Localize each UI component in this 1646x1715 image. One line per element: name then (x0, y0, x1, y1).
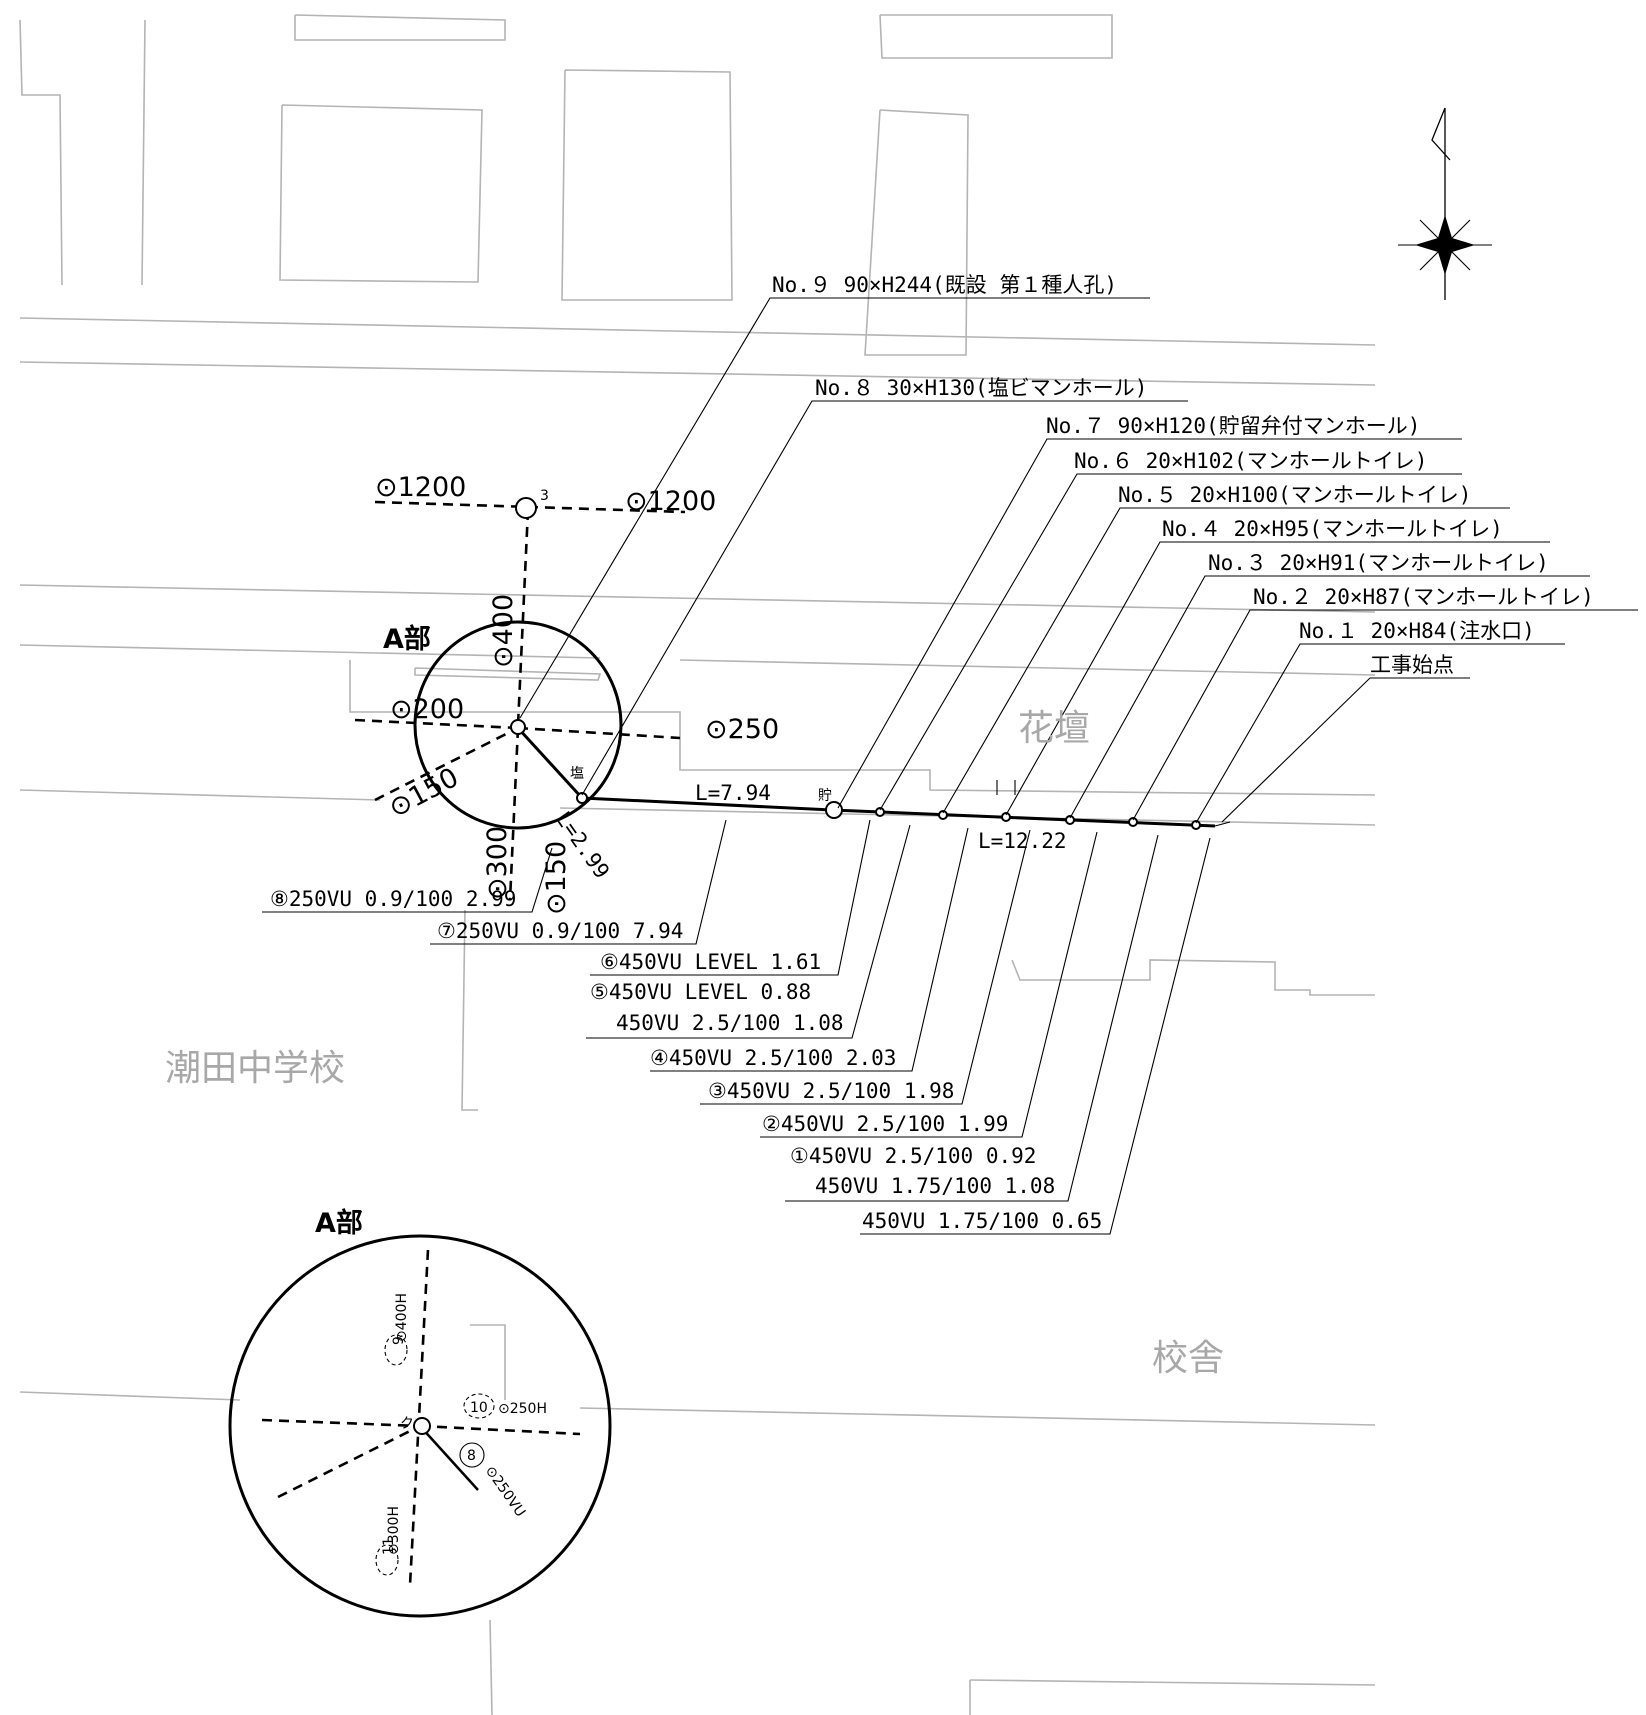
label-pipe-1a: ①450VU 2.5/100 0.92 (790, 1144, 1036, 1168)
dim-l-794: L=7.94 (695, 781, 771, 805)
north-arrow-icon (1398, 107, 1492, 300)
background-site-lines (19, 14, 1376, 1715)
detail-n9-label: ⊙400H (394, 1293, 410, 1342)
detail-n11-label: ⊙300H (386, 1506, 402, 1555)
dim-d150-right: ⊙150 (541, 841, 572, 915)
detail-n11: 11 (381, 1537, 397, 1555)
label-pipe-5a: ⑤450VU LEVEL 0.88 (590, 980, 811, 1004)
label-pipe-1b: 450VU 1.75/100 1.08 (815, 1174, 1055, 1198)
label-structure-3: No.３ 20×H91(マンホールトイレ) (1208, 551, 1549, 575)
dim-d200: ⊙200 (390, 694, 464, 725)
mark-shio: 塩 (570, 766, 584, 782)
place-kosha: 校舎 (1152, 1338, 1224, 1379)
section-title-detail: A部 (315, 1207, 363, 1239)
label-pipe-3: ③450VU 2.5/100 1.98 (708, 1079, 954, 1103)
detail-n8-label: ⊙250VU (482, 1463, 529, 1520)
mark-choryu: 貯 (818, 788, 832, 804)
detail-n10: 10 (470, 1400, 488, 1416)
label-pipe-7: ⑦250VU 0.9/100 7.94 (437, 919, 683, 943)
detail-n10-label: ⊙250H (498, 1401, 547, 1417)
dim-d250: ⊙250 (705, 714, 779, 745)
label-structure-2: No.２ 20×H87(マンホールトイレ) (1253, 585, 1594, 609)
main-pipe-line: 貯 (818, 780, 1231, 830)
mark-three: 3 (540, 488, 549, 504)
pipe-leader-lines (262, 819, 1211, 1235)
dim-d1200-right: ⊙1200 (625, 486, 716, 517)
label-structure-5: No.５ 20×H100(マンホールトイレ) (1118, 483, 1471, 507)
detail-n8: 8 (467, 1448, 476, 1464)
label-pipe-8: ⑧250VU 0.9/100 2.99 (270, 887, 516, 911)
dim-d400: ⊙400 (488, 594, 519, 668)
label-structure-4: No.４ 20×H95(マンホールトイレ) (1162, 517, 1503, 541)
pipe-labels: ⑧250VU 0.9/100 2.99 ⑦250VU 0.9/100 7.94 … (270, 887, 1102, 1233)
label-start-point: 工事始点 (1370, 653, 1454, 677)
mark-ku: ク (400, 1416, 414, 1432)
structure-leader-lines (519, 297, 1638, 824)
label-pipe-4: ④450VU 2.5/100 2.03 (650, 1046, 896, 1070)
label-pipe-5b: 450VU 2.5/100 1.08 (616, 1011, 844, 1035)
dim-d1200-left: ⊙1200 (375, 472, 466, 503)
detail-n9: 9 (391, 1336, 407, 1345)
dim-d300: ⊙300 (482, 826, 513, 900)
label-structure-6: No.６ 20×H102(マンホールトイレ) (1074, 449, 1427, 473)
label-structure-1: No.１ 20×H84(注水口) (1299, 619, 1535, 643)
dim-d150-left: ⊙150 (384, 762, 464, 824)
label-structure-7: No.７ 90×H120(貯留弁付マンホール) (1046, 414, 1420, 438)
label-pipe-6: ⑥450VU LEVEL 1.61 (600, 950, 821, 974)
section-a-top: 3 塩 (354, 488, 833, 901)
label-structure-8: No.８ 30×H130(塩ビマンホール) (815, 376, 1147, 400)
section-title-top: A部 (383, 623, 431, 655)
label-pipe-1c: 450VU 1.75/100 0.65 (862, 1209, 1102, 1233)
label-pipe-2: ②450VU 2.5/100 1.99 (762, 1112, 1008, 1136)
place-school: 潮田中学校 (165, 1048, 345, 1089)
dim-l-1222: L=12.22 (978, 829, 1067, 853)
label-structure-9: No.９ 90×H244(既設 第１種人孔) (772, 273, 1117, 297)
place-hanadan: 花壇 (1018, 708, 1090, 749)
section-a-detail: ク 9 ⊙400H 10 ⊙250H 8 ⊙250VU 11 ⊙300H (228, 1234, 612, 1618)
structure-labels: No.９ 90×H244(既設 第１種人孔) No.８ 30×H130(塩ビマン… (772, 273, 1594, 677)
